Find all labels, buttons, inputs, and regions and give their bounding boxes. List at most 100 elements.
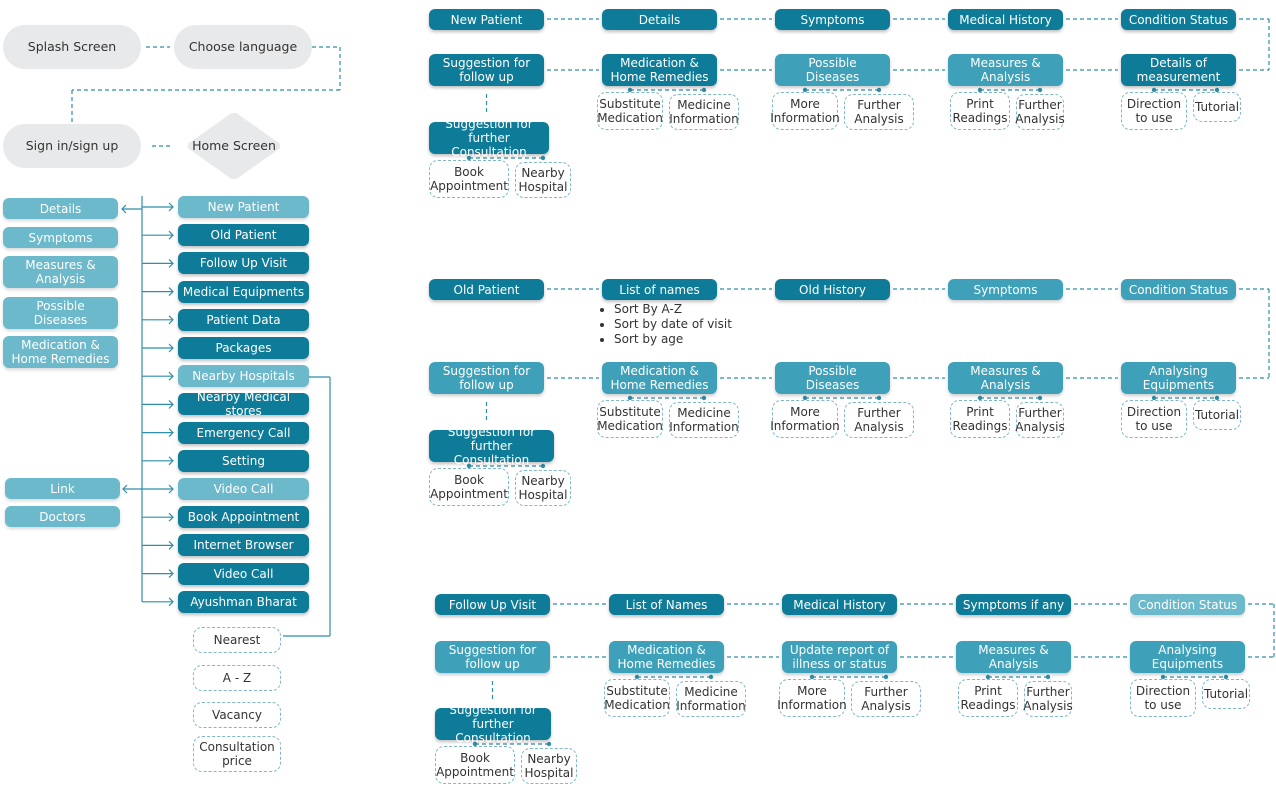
connector-dot: [701, 87, 707, 93]
flow-step: List of names: [602, 279, 717, 300]
connector-dot: [1037, 395, 1043, 401]
flow-step: Details: [602, 9, 717, 30]
flow-option: Tutorial: [1193, 92, 1241, 122]
arrow-head: [168, 371, 174, 381]
flow-action: Analysing Equipments: [1130, 641, 1245, 673]
flow-action: Measures & Analysis: [948, 362, 1063, 394]
arrow-head: [168, 428, 174, 438]
arrow-head: [168, 456, 174, 466]
home-menu-item: Follow Up Visit: [178, 252, 309, 275]
sort-option: Sort by date of visit: [614, 317, 732, 332]
flow-action: Measures & Analysis: [948, 54, 1063, 86]
home-menu-item: Packages: [178, 337, 309, 359]
flow-option: Print Readings: [958, 679, 1018, 717]
home-menu-item: Nearby Medical stores: [178, 390, 309, 418]
flow-option: Further Analysis: [1015, 94, 1065, 130]
home-menu-item: Ayushman Bharat: [178, 590, 309, 613]
new-patient-subitem: Measures & Analysis: [3, 256, 118, 288]
arrow-head: [168, 230, 174, 240]
consultation-suggestion: Suggestion for further Consultation: [435, 703, 551, 745]
flow-option: Direction to use: [1130, 679, 1196, 717]
flow-action: Details of measurement: [1121, 54, 1236, 86]
flow-step: Follow Up Visit: [435, 594, 550, 615]
arrow-head: [168, 258, 174, 268]
connector-dot: [883, 674, 889, 680]
connector-dot: [701, 395, 707, 401]
flow-option: Tutorial: [1202, 679, 1250, 709]
flow-step: Medical History: [782, 594, 897, 615]
flow-step: Condition Status: [1121, 9, 1236, 30]
flow-action: Medication & Home Remedies: [602, 362, 717, 394]
flow-option: Medicine Information: [669, 402, 739, 438]
consultation-suggestion: Suggestion for further Consultation: [429, 425, 554, 467]
hospital-filter-option: Nearest: [193, 627, 281, 653]
hospital-filter-option: A - Z: [193, 665, 281, 691]
connector-dot: [876, 395, 882, 401]
consultation-suggestion: Suggestion for further Consultation: [429, 117, 549, 159]
flow-option: Further Analysis: [1015, 402, 1065, 438]
flow-step: Old Patient: [429, 279, 544, 300]
arrow-head: [168, 569, 174, 579]
new-patient-subitem: Symptoms: [3, 227, 118, 248]
flow-option: Book Appointment: [429, 160, 509, 198]
home-menu-item: Nearby Hospitals: [178, 365, 309, 388]
home-screen-label: Home Screen: [192, 138, 276, 153]
hospital-filter-option: Vacancy: [193, 702, 281, 728]
flow-action: Analysing Equipments: [1121, 362, 1236, 394]
flow-option: Print Readings: [950, 92, 1010, 130]
flow-option: Medicine Information: [669, 94, 739, 130]
hospital-filter-option: Consultation price: [193, 736, 281, 772]
arrow-head: [122, 484, 128, 494]
flow-option: Direction to use: [1121, 400, 1187, 438]
flow-action: Medication & Home Remedies: [609, 641, 724, 673]
flow-option: Substitute Medication: [604, 679, 670, 717]
home-menu-item: Internet Browser: [178, 534, 309, 557]
connector-dot: [708, 674, 714, 680]
arrow-head: [168, 597, 174, 607]
arrow-head: [168, 512, 174, 522]
arrow-head: [168, 484, 174, 494]
sort-option: Sort By A-Z: [614, 302, 732, 317]
arrow-head: [168, 202, 174, 212]
flow-step: Medical History: [948, 9, 1063, 30]
flow-step: Condition Status: [1121, 279, 1236, 300]
flow-option: Nearby Hospital: [521, 748, 577, 784]
flow-step: Condition Status: [1130, 594, 1245, 615]
flow-action: Possible Diseases: [775, 54, 890, 86]
flow-step: Symptoms: [775, 9, 890, 30]
flow-action: Suggestion for follow up: [435, 641, 550, 673]
flow-option: Book Appointment: [429, 468, 509, 506]
home-menu-item: Video Call: [178, 562, 309, 585]
new-patient-subitem: Medication & Home Remedies: [3, 336, 118, 368]
flow-option: Book Appointment: [435, 746, 515, 784]
home-menu-item: New Patient: [178, 196, 309, 218]
flow-option: Nearby Hospital: [515, 470, 571, 506]
arrow-head: [168, 540, 174, 550]
flow-option: Further Analysis: [851, 681, 921, 717]
home-menu-item: Book Appointment: [178, 506, 309, 529]
home-menu-item: Video Call: [178, 478, 309, 500]
flow-option: More Information: [770, 400, 840, 438]
home-menu-item: Medical Equipments: [178, 280, 309, 303]
flow-action: Suggestion for follow up: [429, 54, 544, 86]
flow-option: Tutorial: [1193, 400, 1241, 430]
home-menu-item: Setting: [178, 449, 309, 472]
connector-dot: [1045, 674, 1051, 680]
flow-option: Further Analysis: [844, 94, 914, 130]
home-menu-item: Patient Data: [178, 308, 309, 331]
flow-action: Medication & Home Remedies: [602, 54, 717, 86]
arrow-head: [168, 343, 174, 353]
choose-language-node: Choose language: [174, 25, 312, 69]
home-menu-item: Emergency Call: [178, 421, 309, 444]
arrow-head: [121, 204, 127, 214]
flow-option: Further Analysis: [1023, 681, 1073, 717]
flow-option: More Information: [770, 92, 840, 130]
home-screen-diamond: [188, 113, 280, 179]
video-call-subitem: Link: [5, 478, 120, 499]
flow-step: New Patient: [429, 9, 544, 30]
flow-option: Nearby Hospital: [515, 162, 571, 198]
arrow-head: [168, 315, 174, 325]
flow-step: List of Names: [609, 594, 724, 615]
connector-dot: [1037, 87, 1043, 93]
arrow-head: [168, 399, 174, 409]
